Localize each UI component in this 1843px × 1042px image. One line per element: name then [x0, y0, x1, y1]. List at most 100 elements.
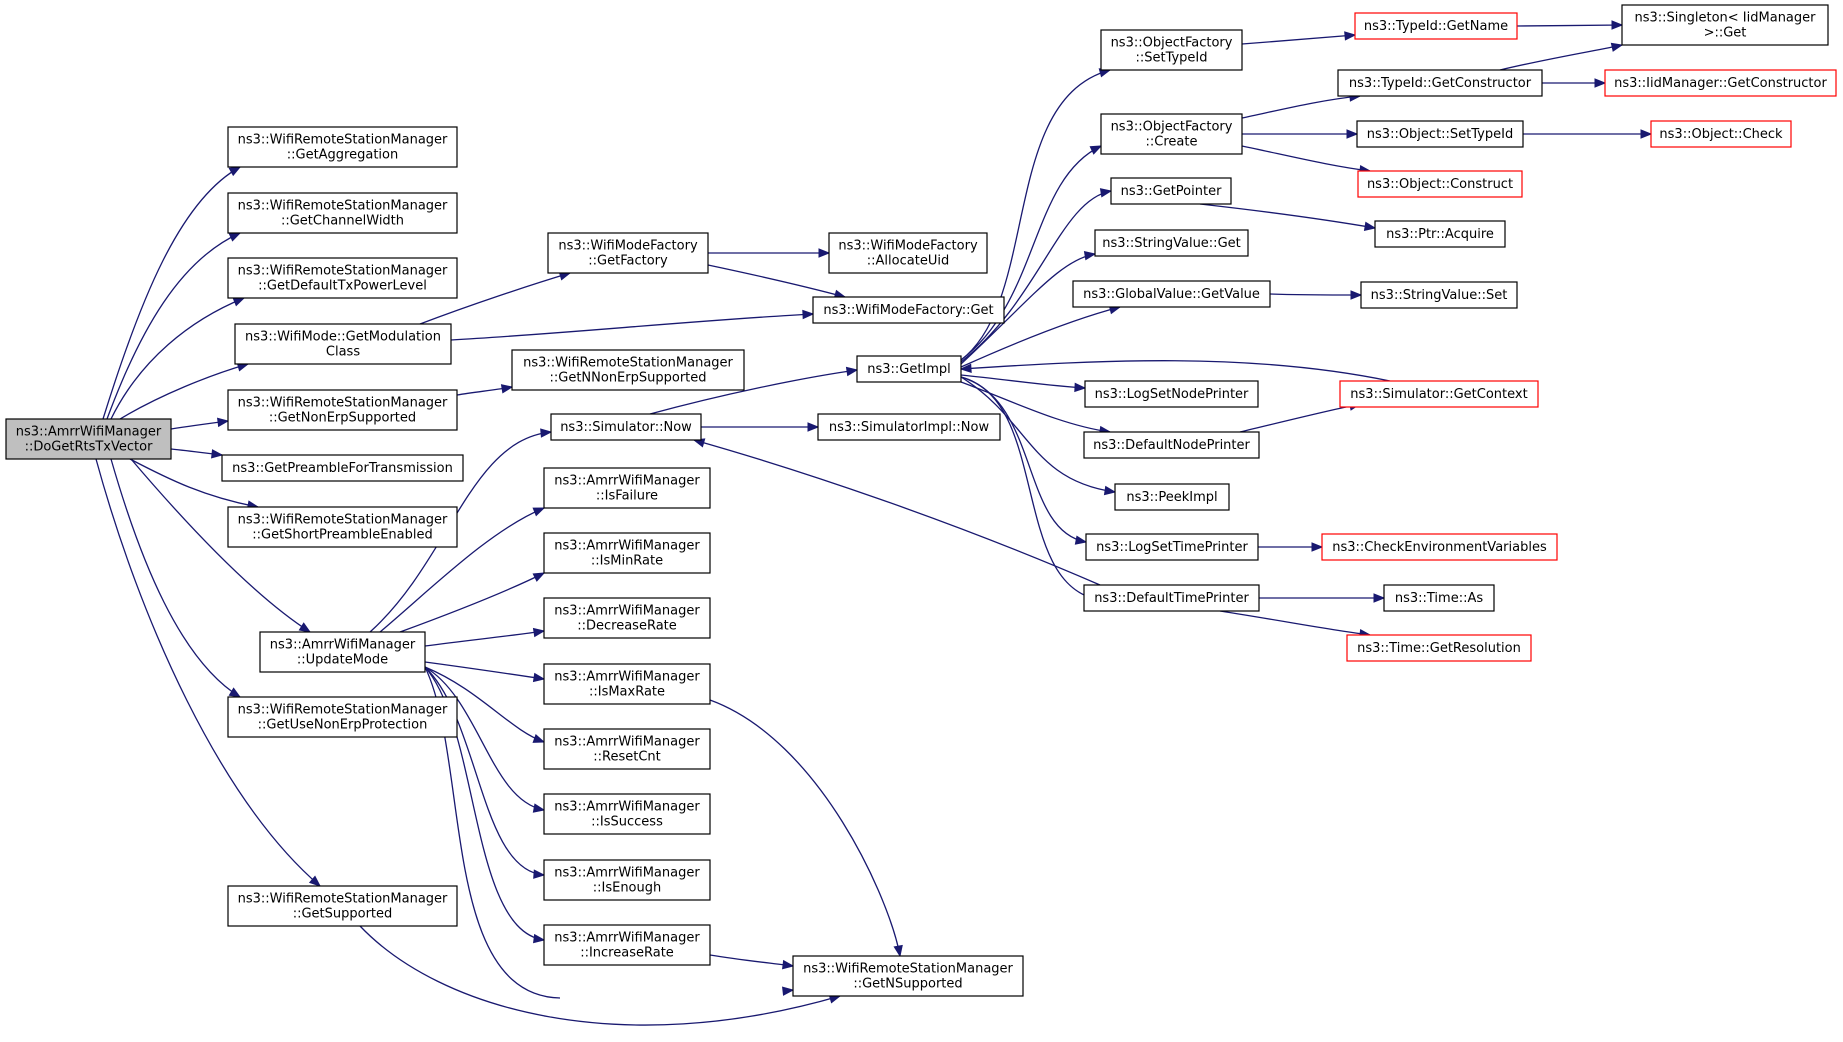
node-box [1100, 113, 1243, 155]
call-edge-arrowhead [228, 232, 242, 242]
function-node[interactable]: ns3::Object::Construct [1357, 170, 1523, 198]
call-edge [1523, 129, 1653, 139]
function-node[interactable]: ns3::StringValue::Set [1360, 281, 1518, 309]
node-label-line: ::GetDefaultTxPowerLevel [258, 279, 427, 294]
call-edge [1241, 31, 1357, 45]
call-edge-line [359, 925, 841, 1026]
function-node[interactable]: ns3::Time::GetResolution [1346, 634, 1532, 662]
call-edge-arrowhead [1594, 78, 1607, 88]
function-node[interactable]: ns3::SimulatorImpl::Now [817, 413, 1001, 441]
node-box [856, 355, 962, 383]
function-node[interactable]: ns3::LogSetNodePrinter [1084, 380, 1259, 408]
call-edge-arrowhead [1083, 251, 1097, 261]
function-node[interactable]: ns3::WifiRemoteStationManager::GetNNonEr… [511, 349, 745, 391]
call-edge [424, 661, 546, 683]
node-label-line: ns3::Object::Check [1659, 127, 1783, 142]
function-node[interactable]: ns3::WifiRemoteStationManager::GetNSuppo… [792, 955, 1024, 997]
node-label-line: ::GetNNonErpSupported [549, 371, 706, 386]
function-node[interactable]: ns3::AmrrWifiManager::IsMaxRate [543, 663, 711, 705]
function-node[interactable]: ns3::AmrrWifiManager::IsSuccess [543, 793, 711, 835]
node-box [1114, 483, 1230, 511]
function-node[interactable]: ns3::GetPointer [1110, 177, 1232, 205]
call-edge [424, 666, 546, 743]
function-node[interactable]: ns3::WifiRemoteStationManager::GetUseNon… [227, 696, 458, 738]
function-node[interactable]: ns3::WifiRemoteStationManager::GetAggreg… [227, 126, 458, 168]
call-edge-line [379, 507, 545, 633]
call-edge [450, 309, 815, 341]
function-node[interactable]: ns3::WifiRemoteStationManager::GetSuppor… [227, 885, 458, 927]
call-edge-line [106, 232, 241, 420]
function-node[interactable]: ns3::AmrrWifiManager::IsFailure [543, 467, 711, 509]
function-node[interactable]: ns3::AmrrWifiManager::IsMinRate [543, 532, 711, 574]
node-label-line: ::AllocateUid [867, 254, 949, 269]
function-node[interactable]: ns3::WifiRemoteStationManager::GetNonErp… [227, 389, 458, 431]
call-edge-arrowhead [308, 875, 322, 887]
call-edge-arrowhead [532, 507, 546, 517]
node-label-line: ns3::TypeId::GetName [1364, 19, 1508, 34]
function-node[interactable]: ns3::WifiRemoteStationManager::GetChanne… [227, 192, 458, 234]
node-box [543, 793, 711, 835]
function-node[interactable]: ns3::TypeId::GetName [1354, 12, 1518, 40]
call-edge [960, 145, 1103, 361]
call-edge-arrowhead [1311, 542, 1324, 552]
call-edge [708, 248, 831, 258]
call-edge-line [960, 145, 1102, 361]
function-node[interactable]: ns3::AmrrWifiManager::IsEnough [543, 859, 711, 901]
node-label-line: ns3::ObjectFactory [1111, 36, 1233, 51]
function-node[interactable]: ns3::DefaultTimePrinter [1083, 584, 1260, 612]
function-node[interactable]: ns3::TypeId::GetConstructor [1337, 69, 1543, 97]
function-node[interactable]: ns3::AmrrWifiManager::IncreaseRate [543, 924, 711, 966]
call-edge [1219, 610, 1372, 639]
call-edge-line [424, 666, 545, 811]
node-box [221, 454, 464, 482]
function-node[interactable]: ns3::Simulator::GetContext [1339, 380, 1539, 408]
function-node[interactable]: ns3::Simulator::Now [550, 413, 702, 441]
node-label-line: ::GetShortPreambleEnabled [252, 528, 433, 543]
function-node[interactable]: ns3::StringValue::Get [1094, 229, 1249, 257]
function-node[interactable]: ns3::Object::Check [1650, 120, 1792, 148]
function-node[interactable]: ns3::AmrrWifiManager::DecreaseRate [543, 597, 711, 639]
function-node[interactable]: ns3::WifiModeFactory::GetFactory [547, 232, 709, 274]
function-node[interactable]: ns3::PeekImpl [1114, 483, 1230, 511]
node-label-line: ns3::GlobalValue::GetValue [1083, 287, 1260, 302]
function-node[interactable]: ns3::AmrrWifiManager::UpdateMode [259, 631, 426, 673]
function-node[interactable]: ns3::GetImpl [856, 355, 962, 383]
function-node[interactable]: ns3::WifiModeFactory::Get [812, 296, 1005, 324]
call-edge-arrowhead [959, 363, 972, 374]
call-edge-arrowhead [845, 366, 859, 377]
function-node[interactable]: ns3::WifiModeFactory::AllocateUid [828, 232, 988, 274]
function-node[interactable]: ns3::GetPreambleForTransmission [221, 454, 464, 482]
function-node[interactable]: ns3::Object::SetTypeId [1356, 120, 1524, 148]
function-node[interactable]: ns3::AmrrWifiManager::ResetCnt [543, 728, 711, 770]
function-node[interactable]: ns3::WifiRemoteStationManager::GetDefaul… [227, 257, 458, 299]
function-node[interactable]: ns3::CheckEnvironmentVariables [1321, 533, 1558, 561]
function-node[interactable]: ns3::Singleton< IidManager >::Get [1621, 4, 1829, 46]
function-node[interactable]: ns3::IidManager::GetConstructor [1604, 69, 1837, 97]
function-node[interactable]: ns3::LogSetTimePrinter [1085, 533, 1259, 561]
call-edge-line [419, 272, 571, 325]
call-edge-arrowhead [1363, 221, 1377, 231]
function-node[interactable]: ns3::WifiRemoteStationManager::GetShortP… [227, 506, 458, 548]
call-edge [960, 376, 1102, 603]
function-node[interactable]: ns3::ObjectFactory::Create [1100, 113, 1243, 155]
node-box [1084, 380, 1259, 408]
node-box [1083, 584, 1260, 612]
call-edge-arrowhead [1103, 485, 1117, 496]
call-edge [960, 188, 1113, 363]
function-node[interactable]: ns3::GlobalValue::GetValue [1072, 280, 1271, 308]
function-node[interactable]: ns3::ObjectFactory::SetTypeId [1100, 29, 1243, 71]
call-edge-arrowhead [807, 422, 820, 432]
node-box [227, 696, 458, 738]
node-label-line: ::IsEnough [593, 881, 662, 896]
function-node[interactable]: ns3::Ptr::Acquire [1374, 220, 1506, 248]
call-edge-arrowhead [1610, 42, 1624, 52]
call-edge [707, 264, 847, 299]
call-edge [419, 271, 572, 325]
function-node[interactable]: ns3::Time::As [1383, 584, 1495, 612]
call-edge [456, 384, 514, 396]
call-edge-line [424, 630, 545, 647]
call-nodes: ns3::AmrrWifiManager::DoGetRtsTxVectorns… [5, 4, 1837, 997]
function-node[interactable]: ns3::DefaultNodePrinter [1083, 431, 1260, 459]
call-edge-line [960, 190, 1112, 363]
